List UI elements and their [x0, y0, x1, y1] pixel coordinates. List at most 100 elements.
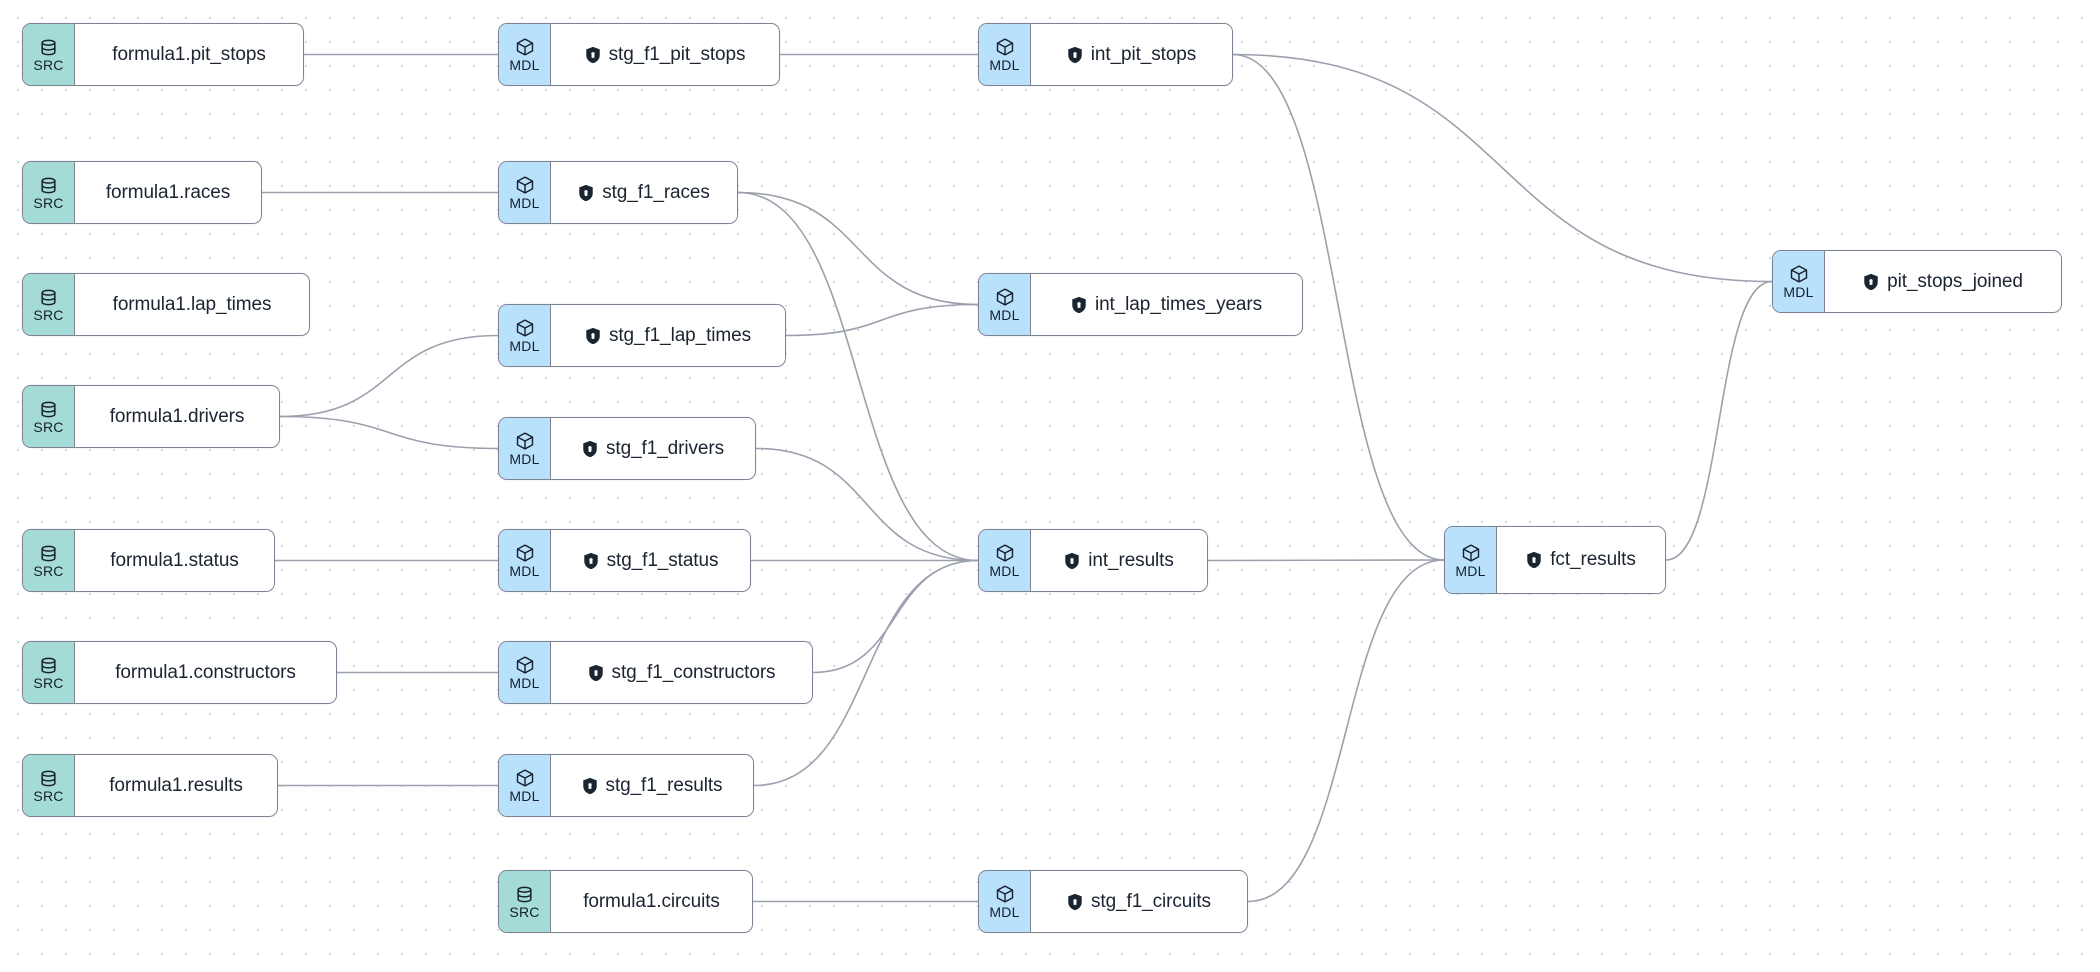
graph-node-src_status[interactable]: SRC formula1.status	[22, 529, 275, 592]
node-body: stg_f1_results	[551, 755, 753, 816]
node-type-label: MDL	[509, 563, 540, 579]
node-label: stg_f1_races	[602, 181, 710, 203]
node-type-label: MDL	[509, 675, 540, 691]
cube-icon	[1789, 264, 1809, 284]
graph-node-src_results[interactable]: SRC formula1.results	[22, 754, 278, 817]
node-type-label: SRC	[33, 787, 64, 804]
cube-icon	[995, 884, 1015, 904]
graph-node-stg_races[interactable]: MDL stg_f1_races	[498, 161, 738, 224]
cube-icon	[515, 318, 535, 338]
node-type-label: MDL	[509, 788, 540, 804]
shield-lock-icon	[1067, 893, 1083, 911]
graph-edge	[1247, 559, 1445, 903]
node-body: formula1.drivers	[75, 386, 279, 447]
node-body: int_pit_stops	[1031, 24, 1232, 85]
node-label: stg_f1_results	[605, 774, 723, 796]
node-type-badge-src: SRC	[23, 274, 75, 335]
graph-edge	[785, 303, 979, 337]
graph-node-stg_results[interactable]: MDL stg_f1_results	[498, 754, 754, 817]
node-type-badge-mdl: MDL	[979, 274, 1031, 335]
node-label: stg_f1_pit_stops	[608, 43, 746, 65]
shield-lock-icon	[588, 664, 604, 682]
node-body: formula1.constructors	[75, 642, 336, 703]
node-body: formula1.circuits	[551, 871, 752, 932]
database-icon	[39, 288, 58, 307]
node-type-badge-mdl: MDL	[499, 24, 551, 85]
cube-icon	[515, 37, 535, 57]
shield-lock-icon	[1071, 296, 1087, 314]
node-type-badge-src: SRC	[23, 24, 75, 85]
node-label: stg_f1_status	[606, 549, 719, 571]
database-icon	[515, 885, 534, 904]
graph-edge	[737, 191, 979, 306]
shield-lock-icon	[1526, 551, 1542, 569]
node-type-label: SRC	[33, 194, 64, 211]
cube-icon	[515, 543, 535, 563]
graph-node-stg_pit_stops[interactable]: MDL stg_f1_pit_stops	[498, 23, 780, 86]
node-label: stg_f1_constructors	[611, 661, 776, 683]
node-label: formula1.races	[105, 181, 231, 203]
node-type-label: MDL	[509, 451, 540, 467]
cube-icon	[515, 655, 535, 675]
node-type-label: MDL	[1783, 284, 1814, 300]
node-label: formula1.results	[109, 774, 243, 796]
node-type-badge-mdl: MDL	[499, 755, 551, 816]
node-type-label: SRC	[33, 562, 64, 579]
database-icon	[39, 176, 58, 195]
node-type-badge-mdl: MDL	[499, 642, 551, 703]
graph-edge	[1232, 53, 1773, 283]
node-type-badge-mdl: MDL	[979, 871, 1031, 932]
node-type-label: MDL	[509, 57, 540, 73]
node-label: formula1.circuits	[583, 890, 720, 912]
node-body: stg_f1_races	[551, 162, 737, 223]
node-label: int_results	[1088, 549, 1174, 571]
graph-edge	[812, 559, 979, 674]
graph-node-int_lap_times_years[interactable]: MDL int_lap_times_years	[978, 273, 1303, 336]
node-body: formula1.results	[75, 755, 277, 816]
node-body: stg_f1_status	[551, 530, 750, 591]
graph-node-src_races[interactable]: SRC formula1.races	[22, 161, 262, 224]
node-body: formula1.pit_stops	[75, 24, 303, 85]
node-body: int_results	[1031, 530, 1207, 591]
shield-lock-icon	[585, 327, 601, 345]
graph-edge	[755, 447, 979, 562]
graph-node-pit_stops_joined[interactable]: MDL pit_stops_joined	[1772, 250, 2062, 313]
database-icon	[39, 38, 58, 57]
shield-lock-icon	[1067, 46, 1083, 64]
node-type-label: MDL	[989, 307, 1020, 323]
node-label: formula1.lap_times	[112, 293, 272, 315]
node-body: formula1.lap_times	[75, 274, 309, 335]
cube-icon	[515, 431, 535, 451]
cube-icon	[995, 37, 1015, 57]
node-label: pit_stops_joined	[1887, 270, 2023, 292]
node-body: stg_f1_lap_times	[551, 305, 785, 366]
node-label: formula1.constructors	[115, 661, 296, 683]
node-label: int_lap_times_years	[1094, 293, 1263, 315]
node-body: fct_results	[1497, 527, 1665, 593]
graph-edge	[279, 334, 499, 418]
node-body: stg_f1_circuits	[1031, 871, 1247, 932]
node-body: stg_f1_constructors	[551, 642, 812, 703]
graph-node-src_lap_times[interactable]: SRC formula1.lap_times	[22, 273, 310, 336]
node-label: formula1.status	[110, 549, 239, 571]
node-body: stg_f1_pit_stops	[551, 24, 779, 85]
node-label: int_pit_stops	[1090, 43, 1197, 65]
node-body: int_lap_times_years	[1031, 274, 1302, 335]
graph-node-stg_status[interactable]: MDL stg_f1_status	[498, 529, 751, 592]
database-icon	[39, 544, 58, 563]
graph-node-stg_constructors[interactable]: MDL stg_f1_constructors	[498, 641, 813, 704]
node-label: stg_f1_lap_times	[608, 324, 752, 346]
node-type-label: MDL	[509, 195, 540, 211]
